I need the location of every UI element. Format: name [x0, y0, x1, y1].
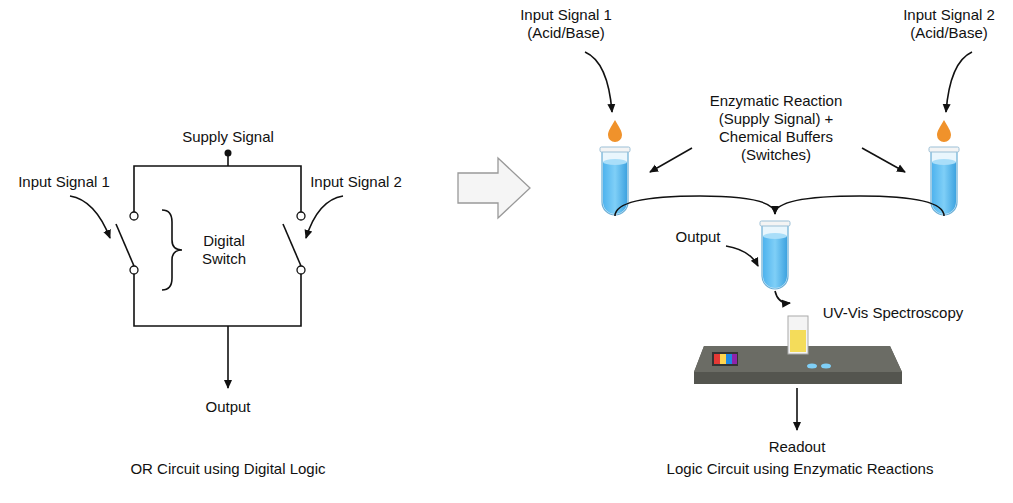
signal-label: Input Signal 2: [296, 173, 416, 191]
spectrometer: [694, 316, 902, 384]
signal-label: Input Signal 1: [4, 173, 124, 191]
signal-label: Supply Signal: [158, 128, 298, 146]
switch-label: Digital Switch: [189, 232, 259, 268]
test-tube: [600, 147, 959, 289]
signal-label: Input Signal 2 (Acid/Base): [889, 6, 1009, 42]
caption-text: OR Circuit using Digital Logic: [78, 460, 378, 478]
reaction-label: Enzymatic Reaction (Supply Signal) + Che…: [708, 92, 844, 164]
supply-node: [225, 150, 232, 157]
signal-label: Input Signal 1 (Acid/Base): [506, 6, 626, 42]
instrument-label: UV-Vis Spectroscopy: [808, 304, 978, 322]
output-label: Output: [178, 398, 278, 416]
or-circuit: [70, 153, 343, 388]
readout-label: Readout: [747, 438, 847, 456]
switch-terminal: [130, 212, 305, 274]
output-label: Output: [663, 228, 733, 246]
flow-arrow: [585, 52, 972, 430]
caption-text: Logic Circuit using Enzymatic Reactions: [635, 460, 965, 478]
transition-arrow: [458, 158, 530, 218]
